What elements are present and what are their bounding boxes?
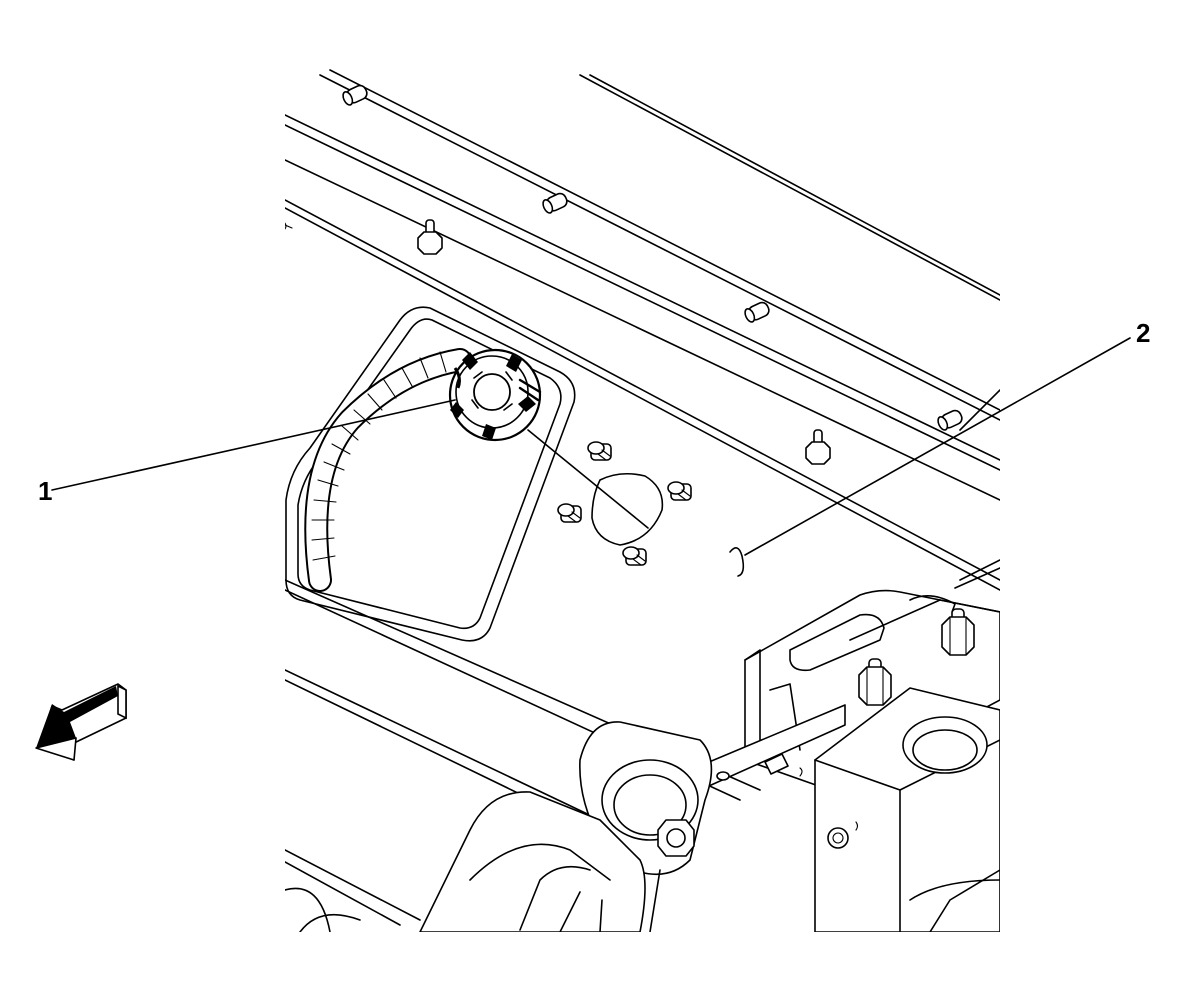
- forward-direction-arrow-icon: [35, 683, 127, 761]
- frame-rail: [814, 687, 1000, 932]
- stud: [937, 409, 963, 431]
- access-panel-recess: [285, 306, 576, 642]
- rail-studs: [342, 84, 963, 431]
- callout-2-label: 2: [1136, 318, 1150, 348]
- strap-pivot: [579, 721, 713, 876]
- hex-stud: [805, 429, 831, 465]
- mounting-studs: [557, 441, 692, 566]
- stud: [744, 301, 770, 323]
- callout-2: 2: [744, 318, 1150, 556]
- fuel-pump-module: [448, 348, 542, 442]
- stud: [542, 192, 568, 214]
- lower-arm: [285, 791, 661, 932]
- hex-studs: [417, 219, 831, 465]
- vehicle-underbody-illustration: [285, 69, 1000, 932]
- callout-1-label: 1: [38, 476, 52, 506]
- stud: [342, 84, 368, 106]
- callout-1: 1: [38, 399, 456, 506]
- wiring-harness: [304, 348, 472, 592]
- lock-ring-area: [527, 429, 664, 546]
- bracket-bolts: [858, 608, 975, 706]
- panel-mark: [729, 547, 745, 577]
- hex-stud: [417, 219, 443, 255]
